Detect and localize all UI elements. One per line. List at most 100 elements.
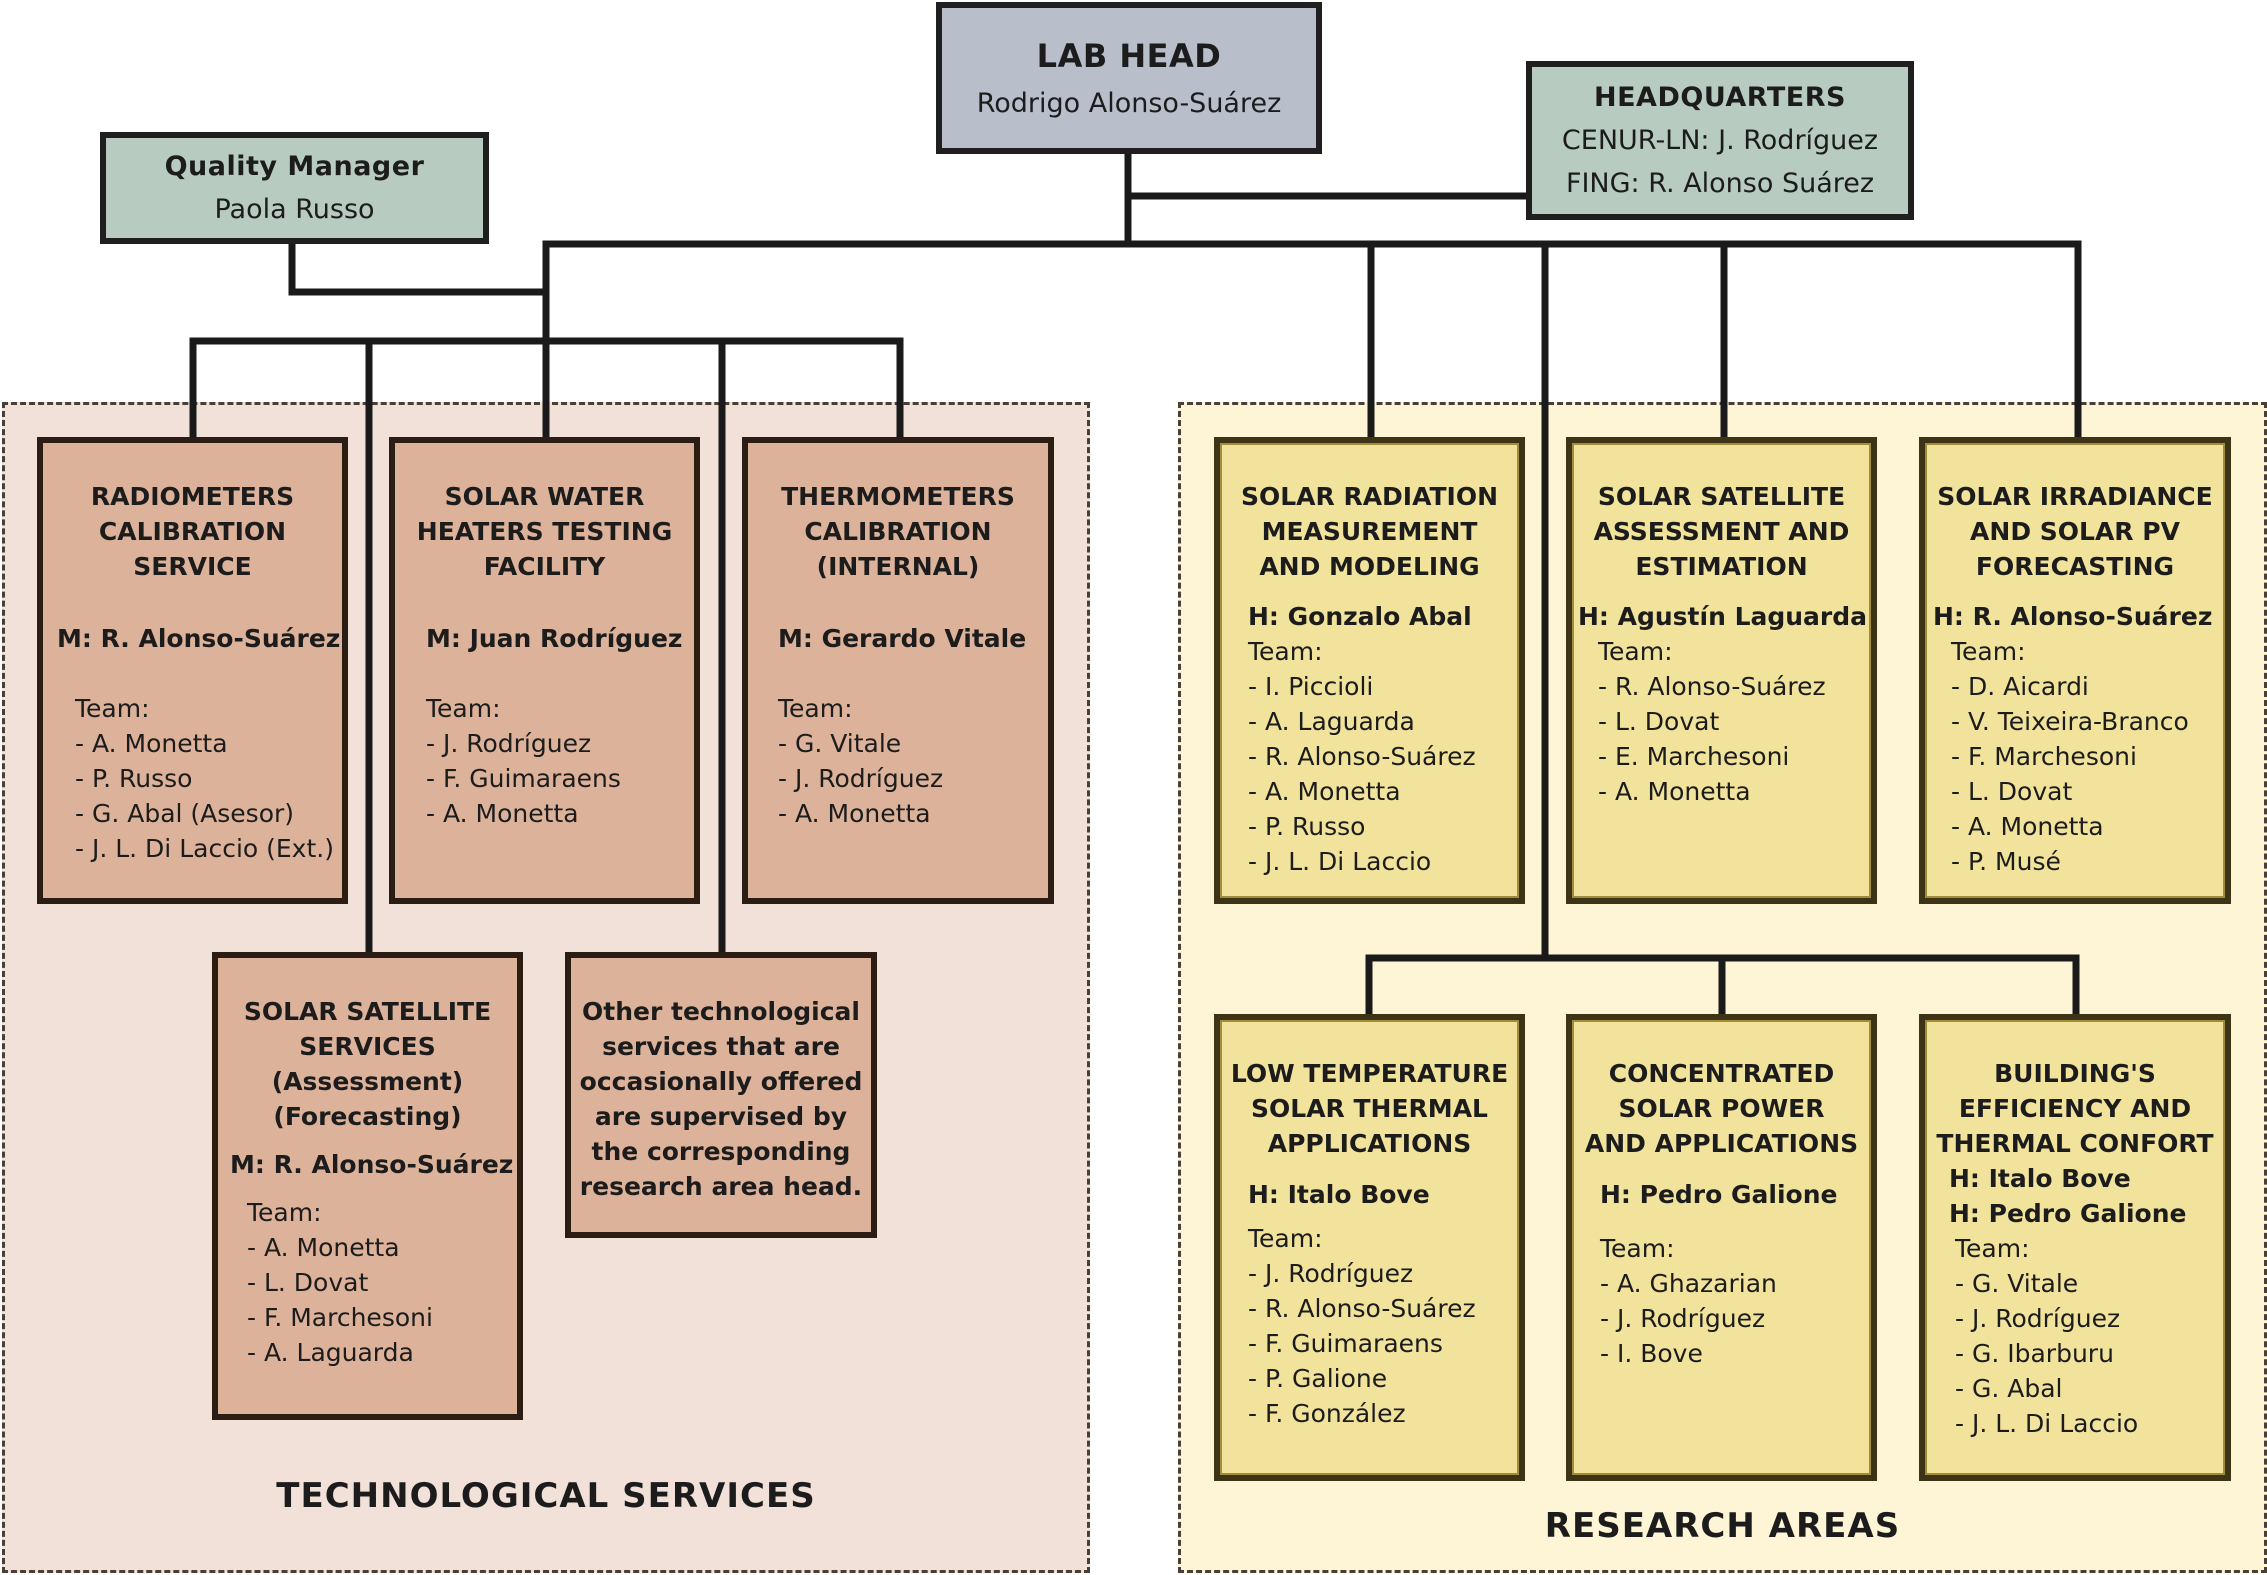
team-member: - P. Galione bbox=[1248, 1364, 1388, 1393]
team-member: - E. Marchesoni bbox=[1598, 742, 1790, 771]
team-member: - V. Teixeira-Branco bbox=[1951, 707, 2189, 736]
team-member: - J. Rodríguez bbox=[1955, 1304, 2121, 1333]
service-box-solar-satellite: SOLAR SATELLITE SERVICES (Assessment) (F… bbox=[212, 952, 523, 1420]
quality-manager-title: Quality Manager bbox=[164, 150, 425, 182]
service-box-thermometers: THERMOMETERS CALIBRATION (INTERNAL) M: G… bbox=[742, 437, 1054, 904]
technological-services-title: TECHNOLOGICAL SERVICES bbox=[276, 1476, 816, 1516]
team-member: - J. Rodríguez bbox=[1248, 1259, 1414, 1288]
note-line: are supervised by bbox=[594, 1102, 848, 1131]
research-title-line: BUILDING'S bbox=[1994, 1059, 2156, 1088]
research-title-line: AND MODELING bbox=[1259, 552, 1480, 581]
team-member: - A. Monetta bbox=[75, 729, 228, 758]
lab-head-title: LAB HEAD bbox=[1036, 36, 1222, 75]
research-box-building-efficiency: BUILDING'S EFFICIENCY AND THERMAL CONFOR… bbox=[1919, 1014, 2231, 1481]
team-member: - R. Alonso-Suárez bbox=[1248, 1294, 1476, 1323]
research-box-solar-forecasting: SOLAR IRRADIANCE AND SOLAR PV FORECASTIN… bbox=[1919, 437, 2231, 904]
team-member: - L. Dovat bbox=[1598, 707, 1720, 736]
service-title-line: SOLAR SATELLITE bbox=[243, 997, 492, 1026]
research-title-line: SOLAR POWER bbox=[1618, 1094, 1825, 1123]
team-label: Team: bbox=[426, 694, 501, 723]
service-title-line: SOLAR WATER bbox=[444, 482, 645, 511]
service-title-line: FACILITY bbox=[483, 552, 606, 581]
research-title-line: MEASUREMENT bbox=[1261, 517, 1478, 546]
service-manager: M: Juan Rodríguez bbox=[426, 624, 683, 653]
research-title-line: THERMAL CONFORT bbox=[1936, 1129, 2214, 1158]
service-title-line: CALIBRATION bbox=[98, 517, 287, 546]
team-label: Team: bbox=[75, 694, 150, 723]
lab-head-box: LAB HEAD Rodrigo Alonso-Suárez bbox=[936, 2, 1322, 154]
team-label: Team: bbox=[1598, 637, 1673, 666]
headquarters-line: FING: R. Alonso Suárez bbox=[1565, 168, 1875, 200]
team-member: - P. Russo bbox=[75, 764, 193, 793]
team-member: - F. González bbox=[1248, 1399, 1406, 1428]
team-member: - A. Laguarda bbox=[1248, 707, 1415, 736]
team-member: - G. Abal (Asesor) bbox=[75, 799, 295, 828]
service-manager: M: Gerardo Vitale bbox=[778, 624, 1027, 653]
research-title-line: LOW TEMPERATURE bbox=[1230, 1059, 1509, 1088]
team-member: - R. Alonso-Suárez bbox=[1248, 742, 1476, 771]
lab-head-name: Rodrigo Alonso-Suárez bbox=[976, 88, 1282, 119]
note-line: services that are bbox=[602, 1032, 840, 1061]
research-title-line: FORECASTING bbox=[1975, 552, 2175, 581]
research-title-line: ASSESSMENT AND bbox=[1593, 517, 1850, 546]
team-member: - A. Monetta bbox=[1951, 812, 2104, 841]
service-title-line: (INTERNAL) bbox=[816, 552, 980, 581]
research-title-line: CONCENTRATED bbox=[1608, 1059, 1835, 1088]
research-head: H: Pedro Galione bbox=[1949, 1199, 2187, 1228]
service-manager: M: R. Alonso-Suárez bbox=[230, 1150, 514, 1179]
research-box-low-temperature: LOW TEMPERATURE SOLAR THERMAL APPLICATIO… bbox=[1214, 1014, 1525, 1481]
research-head: H: Agustín Laguarda bbox=[1578, 602, 1868, 631]
team-member: - G. Vitale bbox=[778, 729, 902, 758]
service-box-radiometers: RADIOMETERS CALIBRATION SERVICE M: R. Al… bbox=[37, 437, 348, 904]
headquarters-box: HEADQUARTERS CENUR-LN: J. Rodríguez FING… bbox=[1526, 61, 1914, 220]
note-line: the corresponding bbox=[591, 1137, 851, 1166]
team-member: - L. Dovat bbox=[247, 1268, 369, 1297]
research-title-line: EFFICIENCY AND bbox=[1958, 1094, 2192, 1123]
research-title-line: SOLAR IRRADIANCE bbox=[1937, 482, 2213, 511]
team-member: - A. Monetta bbox=[778, 799, 931, 828]
team-member: - G. Ibarburu bbox=[1955, 1339, 2114, 1368]
team-member: - J. Rodríguez bbox=[1600, 1304, 1766, 1333]
note-line: occasionally offered bbox=[579, 1067, 863, 1096]
research-title-line: SOLAR RADIATION bbox=[1240, 482, 1499, 511]
team-member: - G. Abal bbox=[1955, 1374, 2063, 1403]
service-title-line: (Forecasting) bbox=[273, 1102, 462, 1131]
service-title-line: CALIBRATION bbox=[804, 517, 992, 546]
team-member: - J. L. Di Laccio bbox=[1248, 847, 1432, 876]
research-head: H: Pedro Galione bbox=[1600, 1180, 1838, 1209]
team-member: - I. Bove bbox=[1600, 1339, 1703, 1368]
note-line: research area head. bbox=[579, 1172, 863, 1201]
team-member: - A. Ghazarian bbox=[1600, 1269, 1777, 1298]
team-label: Team: bbox=[1951, 637, 2026, 666]
research-areas-title: RESEARCH AREAS bbox=[1544, 1506, 1901, 1546]
research-head: H: Italo Bove bbox=[1949, 1164, 2131, 1193]
team-member: - G. Vitale bbox=[1955, 1269, 2079, 1298]
service-title-line: THERMOMETERS bbox=[781, 482, 1015, 511]
team-member: - R. Alonso-Suárez bbox=[1598, 672, 1826, 701]
service-box-other-note: Other technological services that are oc… bbox=[565, 952, 877, 1238]
service-title-line: (Assessment) bbox=[271, 1067, 464, 1096]
service-title-line: SERVICE bbox=[133, 552, 252, 581]
team-label: Team: bbox=[1248, 1224, 1323, 1253]
team-label: Team: bbox=[247, 1198, 322, 1227]
research-head: H: Gonzalo Abal bbox=[1248, 602, 1472, 631]
headquarters-title: HEADQUARTERS bbox=[1594, 81, 1846, 113]
research-box-solar-satellite: SOLAR SATELLITE ASSESSMENT AND ESTIMATIO… bbox=[1566, 437, 1877, 904]
quality-manager-name: Paola Russo bbox=[214, 194, 375, 225]
team-member: - A. Monetta bbox=[426, 799, 579, 828]
research-title-line: ESTIMATION bbox=[1635, 552, 1808, 581]
research-box-solar-radiation: SOLAR RADIATION MEASUREMENT AND MODELING… bbox=[1214, 437, 1525, 904]
headquarters-line: CENUR-LN: J. Rodríguez bbox=[1561, 124, 1879, 156]
team-member: - F. Guimaraens bbox=[1248, 1329, 1443, 1358]
team-member: - J. L. Di Laccio bbox=[1955, 1409, 2139, 1438]
team-member: - F. Marchesoni bbox=[1951, 742, 2137, 771]
research-head: H: R. Alonso-Suárez bbox=[1933, 602, 2213, 631]
research-title-line: SOLAR THERMAL bbox=[1251, 1094, 1488, 1123]
quality-manager-box: Quality Manager Paola Russo bbox=[100, 132, 489, 244]
service-title-line: HEATERS TESTING bbox=[416, 517, 673, 546]
research-title-line: AND APPLICATIONS bbox=[1584, 1129, 1859, 1158]
team-member: - A. Monetta bbox=[1598, 777, 1751, 806]
team-member: - J. Rodríguez bbox=[778, 764, 944, 793]
team-member: - L. Dovat bbox=[1951, 777, 2073, 806]
team-member: - A. Laguarda bbox=[247, 1338, 414, 1367]
